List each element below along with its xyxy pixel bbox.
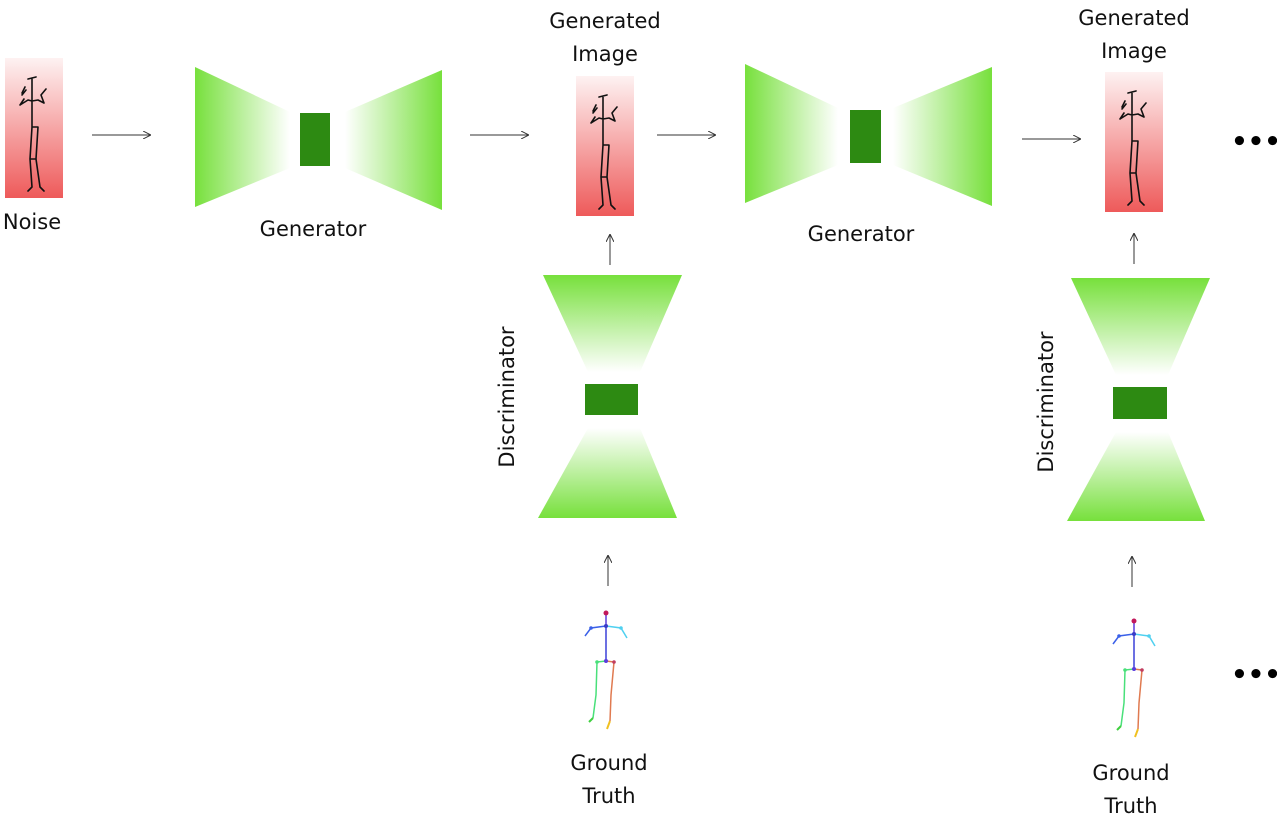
encoder-trapezoid bbox=[745, 64, 838, 203]
generated-image-1-label-line1: Generated bbox=[549, 9, 660, 33]
generator-2-label: Generator bbox=[808, 222, 915, 246]
ground-truth-1-label-line1: Ground bbox=[570, 751, 647, 775]
ellipsis-bottom: ••• bbox=[1231, 660, 1277, 690]
generator-1-label: Generator bbox=[260, 217, 367, 241]
generator-2 bbox=[745, 64, 992, 206]
ellipsis-top: ••• bbox=[1231, 127, 1277, 157]
bottleneck bbox=[850, 110, 881, 163]
noise-image bbox=[5, 58, 63, 198]
colored-skeleton-icon bbox=[584, 609, 628, 730]
bottleneck bbox=[1113, 387, 1167, 419]
ground-truth-pose-2 bbox=[1112, 617, 1156, 738]
generated-image-2-label-line1: Generated bbox=[1078, 6, 1189, 30]
ground-truth-2-label-line2: Truth bbox=[1103, 794, 1157, 815]
encoder-trapezoid bbox=[195, 67, 290, 207]
discriminator-1 bbox=[538, 275, 682, 518]
decoder-trapezoid bbox=[893, 67, 992, 206]
decoder-trapezoid bbox=[538, 428, 677, 518]
ground-truth-1-label-line2: Truth bbox=[581, 784, 635, 808]
discriminator-1-label: Discriminator bbox=[495, 326, 519, 468]
encoder-trapezoid bbox=[1071, 278, 1210, 375]
colored-skeleton-icon bbox=[1112, 617, 1156, 738]
generated-image-1 bbox=[576, 76, 634, 216]
generated-image-2 bbox=[1105, 72, 1163, 212]
decoder-trapezoid bbox=[345, 70, 442, 210]
ground-truth-2-label-line1: Ground bbox=[1092, 761, 1169, 785]
generated-image-2-label-line2: Image bbox=[1101, 39, 1167, 63]
ground-truth-pose-1 bbox=[584, 609, 628, 730]
decoder-trapezoid bbox=[1067, 432, 1205, 521]
noise-label: Noise bbox=[3, 210, 61, 234]
bottleneck bbox=[585, 384, 638, 415]
discriminator-2 bbox=[1067, 278, 1210, 521]
generated-image-1-label-line2: Image bbox=[572, 42, 638, 66]
generator-1 bbox=[195, 67, 442, 210]
discriminator-2-label: Discriminator bbox=[1034, 331, 1058, 473]
bottleneck bbox=[300, 113, 330, 166]
encoder-trapezoid bbox=[543, 275, 682, 372]
